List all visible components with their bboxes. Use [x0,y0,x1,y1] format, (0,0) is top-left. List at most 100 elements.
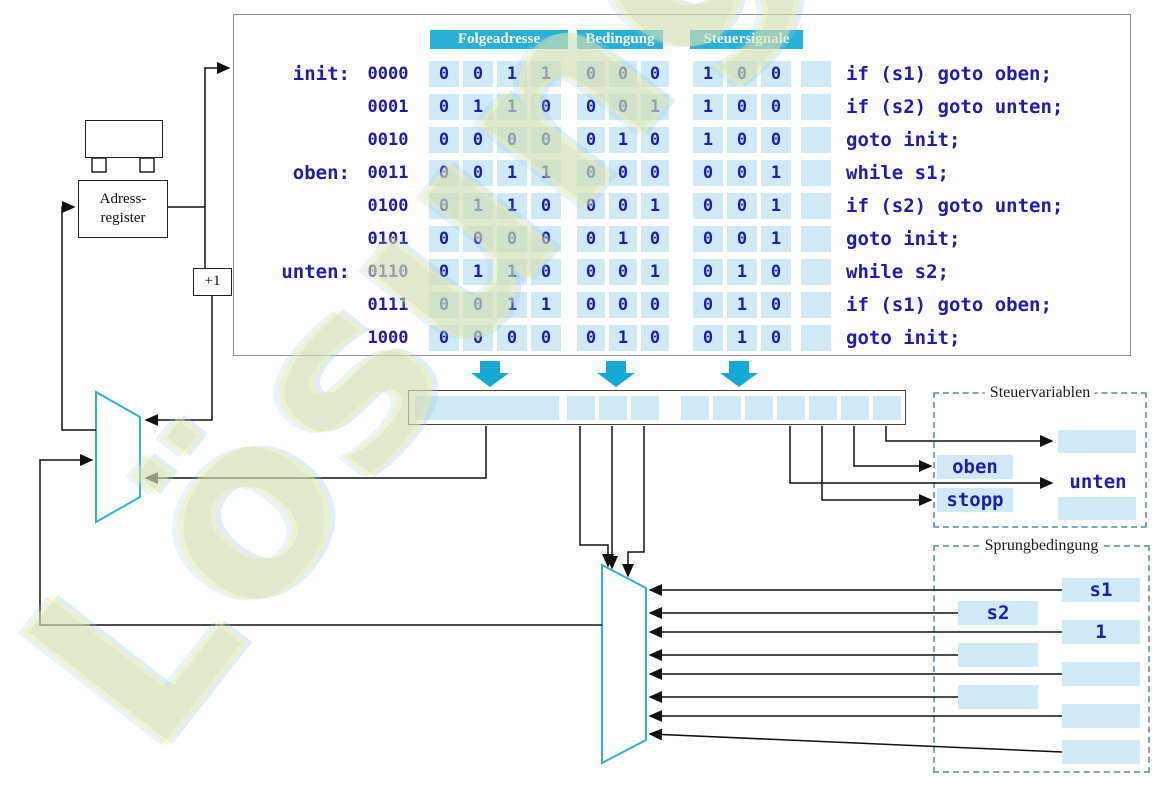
spare-cell [801,292,831,318]
bit-cell-steuersignale: 0 [727,127,757,153]
bit-cell-bedingung: 0 [577,94,605,120]
register-cell [567,396,595,420]
bit-cell-folgeadresse: 0 [429,127,459,153]
bit-cell-folgeadresse: 0 [429,259,459,285]
bit-cell-bedingung: 0 [577,292,605,318]
bit-cell-folgeadresse: 0 [429,292,459,318]
column-header-bedingung: Bedingung [577,30,663,49]
bit-cell-steuersignale: 0 [727,226,757,252]
spare-cell [801,127,831,153]
address-register-label-line2: register [100,210,146,226]
spare-cell [801,325,831,351]
register-cell [681,396,709,420]
wire-mux-to-address-register [61,201,96,431]
row-comment: goto init; [846,228,961,250]
row-address: 0011 [367,163,409,183]
bit-cell-steuersignale: 0 [761,259,791,285]
bit-cell-steuersignale: 1 [693,127,723,153]
sprungbedingung-cell-empty [1062,662,1140,686]
sprungbedingung-title: Sprungbedingung [979,537,1104,555]
bit-cell-folgeadresse: 1 [531,292,561,318]
row-address: 0000 [367,64,409,84]
bit-cell-steuersignale: 0 [727,193,757,219]
bit-cell-bedingung: 1 [641,259,669,285]
bit-cell-bedingung: 0 [577,226,605,252]
bit-cell-folgeadresse: 1 [497,259,527,285]
register-cell [809,396,837,420]
wire-increment-to-mux [144,296,213,426]
bit-cell-folgeadresse: 0 [497,226,527,252]
bit-cell-bedingung: 0 [577,61,605,87]
microcode-table: Folgeadresse Bedingung Steuersignale ini… [233,14,1131,356]
bit-cell-folgeadresse: 1 [531,61,561,87]
row-label [248,94,356,120]
bit-cell-steuersignale: 0 [761,325,791,351]
bit-cell-bedingung: 0 [641,226,669,252]
row-address: 1000 [367,328,409,348]
row-comment: goto init; [846,327,961,349]
bit-cell-steuersignale: 0 [761,292,791,318]
register-cell [873,396,901,420]
row-address: 0111 [367,295,409,315]
bit-cell-steuersignale: 1 [693,94,723,120]
bit-cell-folgeadresse: 1 [497,61,527,87]
block-arrow-steuersignale [720,361,758,387]
bit-cell-folgeadresse: 1 [463,193,493,219]
register-cell [631,396,659,420]
register-cell [777,396,805,420]
row-label: unten: [281,261,350,283]
bit-cell-bedingung: 1 [609,127,637,153]
bit-cell-steuersignale: 1 [761,160,791,186]
bit-cell-steuersignale: 0 [693,193,723,219]
bit-cell-steuersignale: 1 [693,61,723,87]
bit-cell-bedingung: 1 [641,193,669,219]
bit-cell-steuersignale: 0 [693,226,723,252]
sprungbedingung-cell-empty [958,685,1038,709]
address-register-label-line1: Adress- [99,191,147,207]
bit-cell-bedingung: 0 [641,292,669,318]
row-address: 0110 [367,262,409,282]
sprungbedingung-cell-s1: s1 [1062,578,1140,602]
row-label [248,127,356,153]
row-label: init: [292,63,350,85]
row-comment: goto init; [846,129,961,151]
wire-address-to-rom [204,62,231,268]
spare-cell [801,160,831,186]
bit-cell-folgeadresse: 0 [429,160,459,186]
row-comment: while s2; [846,261,949,283]
column-header-steuersignale: Steuersignale [690,30,803,49]
bit-cell-steuersignale: 0 [693,292,723,318]
bit-cell-bedingung: 0 [609,259,637,285]
bit-cell-bedingung: 0 [609,61,637,87]
bit-cell-folgeadresse: 0 [463,325,493,351]
pipeline-register [408,390,906,425]
register-cell [745,396,773,420]
bit-cell-bedingung: 0 [577,160,605,186]
bit-cell-folgeadresse: 0 [531,259,561,285]
row-comment: while s1; [846,162,949,184]
bit-cell-steuersignale: 1 [761,193,791,219]
bit-cell-steuersignale: 1 [761,226,791,252]
bit-cell-bedingung: 0 [609,292,637,318]
bit-cell-folgeadresse: 0 [463,292,493,318]
spare-cell [801,61,831,87]
row-comment: if (s2) goto unten; [846,195,1064,217]
bit-cell-bedingung: 0 [641,160,669,186]
spare-cell [801,94,831,120]
bit-cell-folgeadresse: 0 [463,61,493,87]
bit-cell-steuersignale: 0 [693,160,723,186]
bit-cell-steuersignale: 0 [727,160,757,186]
wire-condition-bit-2 [622,426,645,578]
bit-cell-steuersignale: 0 [761,94,791,120]
bit-cell-bedingung: 1 [641,94,669,120]
register-symbol [85,120,163,158]
bit-cell-folgeadresse: 1 [497,193,527,219]
row-label [248,325,356,351]
bit-cell-folgeadresse: 1 [497,94,527,120]
row-address: 0100 [367,196,409,216]
row-comment: if (s1) goto oben; [846,63,1052,85]
wire-control-signal-stopp [821,426,933,506]
register-cell [415,396,559,420]
